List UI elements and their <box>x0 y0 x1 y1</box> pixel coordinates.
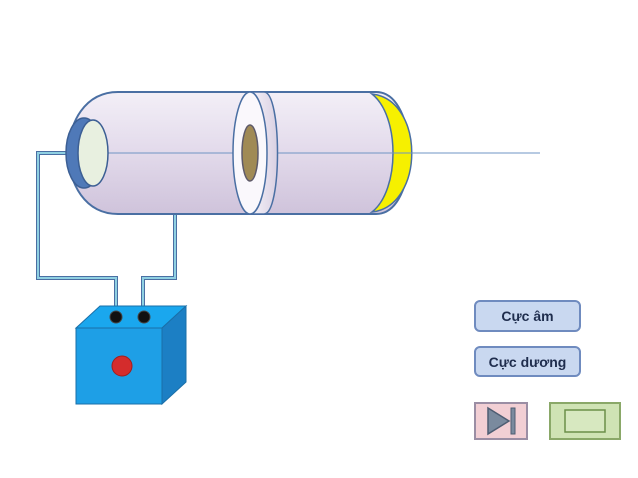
anode-cap <box>369 92 413 214</box>
positive-electrode-label: Cực dương <box>488 353 567 370</box>
wire-anode <box>141 214 177 312</box>
positive-electrode-button[interactable]: Cực dương <box>474 346 581 377</box>
negative-electrode-button[interactable]: Cực âm <box>474 300 581 332</box>
wire-cathode <box>36 151 118 312</box>
stop-icon <box>564 409 606 433</box>
anode-ring <box>232 91 279 215</box>
power-indicator-dot <box>111 355 133 377</box>
play-next-button[interactable] <box>474 402 528 440</box>
terminal-right <box>137 310 151 324</box>
negative-electrode-label: Cực âm <box>501 308 554 324</box>
terminal-left <box>109 310 123 324</box>
play-next-icon <box>487 406 516 436</box>
cathode-disk <box>65 117 109 189</box>
power-box <box>74 304 188 406</box>
stop-button[interactable] <box>549 402 621 440</box>
